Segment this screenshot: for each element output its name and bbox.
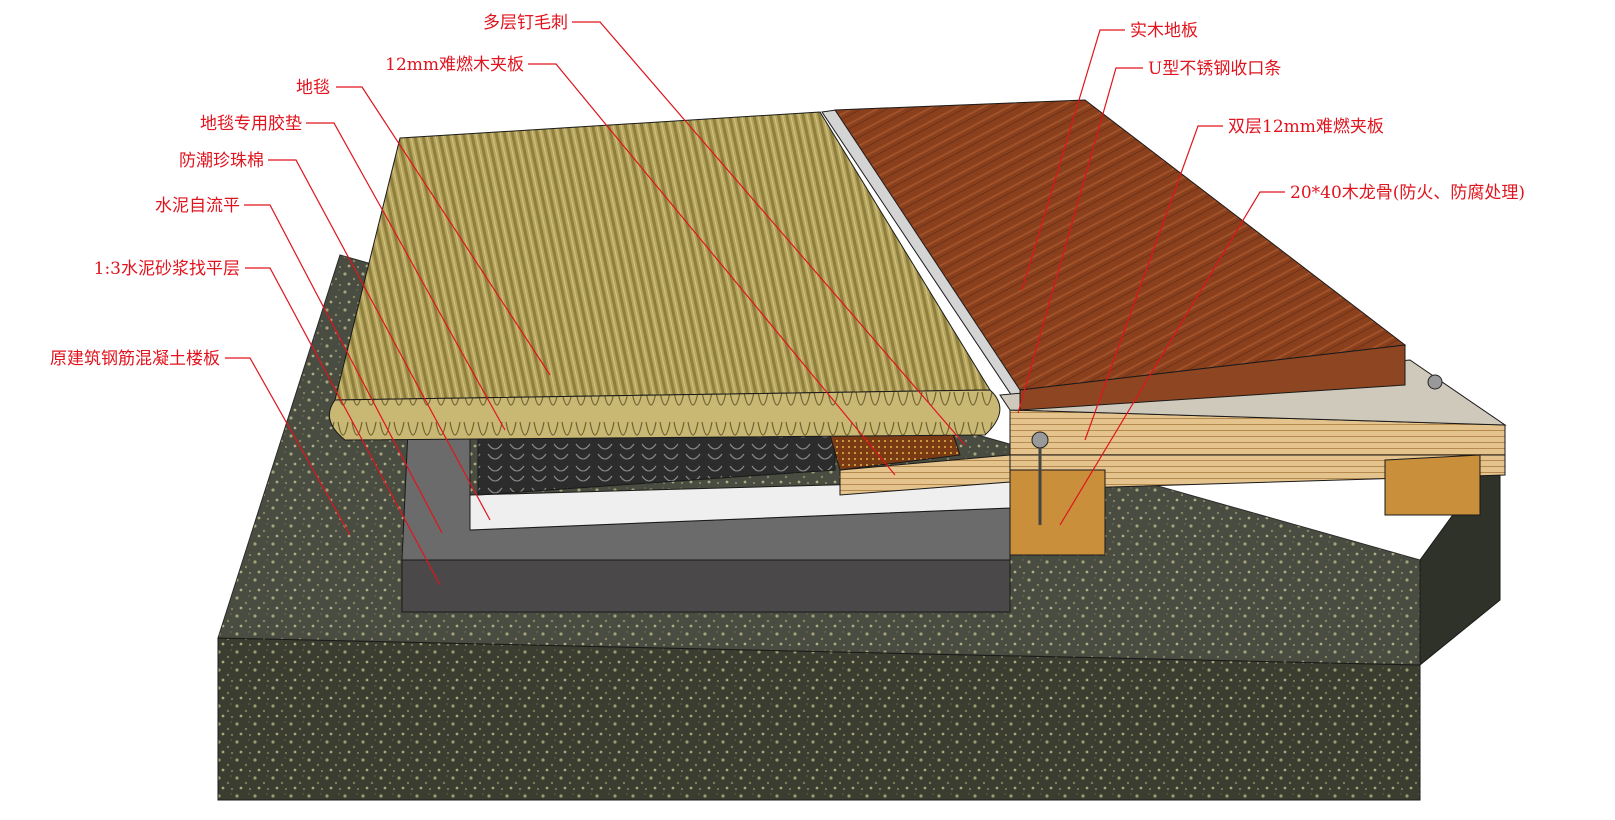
label-mortar-layer: 1:3水泥砂浆找平层 [94,259,240,279]
label-solid-wood-floor: 实木地板 [1130,21,1198,41]
label-fire-board-12mm: 12mm难燃木夹板 [385,55,524,75]
labels: 多层钉毛刺 12mm难燃木夹板 地毯 地毯专用胶垫 防潮珍珠棉 水泥自流平 1:… [50,13,1525,369]
label-u-trim: U型不锈钢收口条 [1148,59,1281,79]
label-double-fire-board: 双层12mm难燃夹板 [1228,117,1384,137]
label-moisture-foam: 防潮珍珠棉 [179,151,264,171]
label-multi-layer-nail: 多层钉毛刺 [483,13,568,33]
label-self-leveling: 水泥自流平 [155,196,240,216]
wood-keel [1009,454,1481,556]
solid-wood-floor [834,99,1407,411]
screw-icon [1031,374,1443,525]
mortar-leveling-layer [401,559,1011,613]
label-carpet: 地毯 [296,78,330,98]
label-concrete-slab: 原建筑钢筋混凝土楼板 [50,349,220,369]
label-carpet-pad: 地毯专用胶垫 [200,114,302,134]
label-wood-keel: 20*40木龙骨(防火、防腐处理) [1290,183,1525,203]
leader-lines [225,21,1285,586]
carpet [328,111,1001,441]
